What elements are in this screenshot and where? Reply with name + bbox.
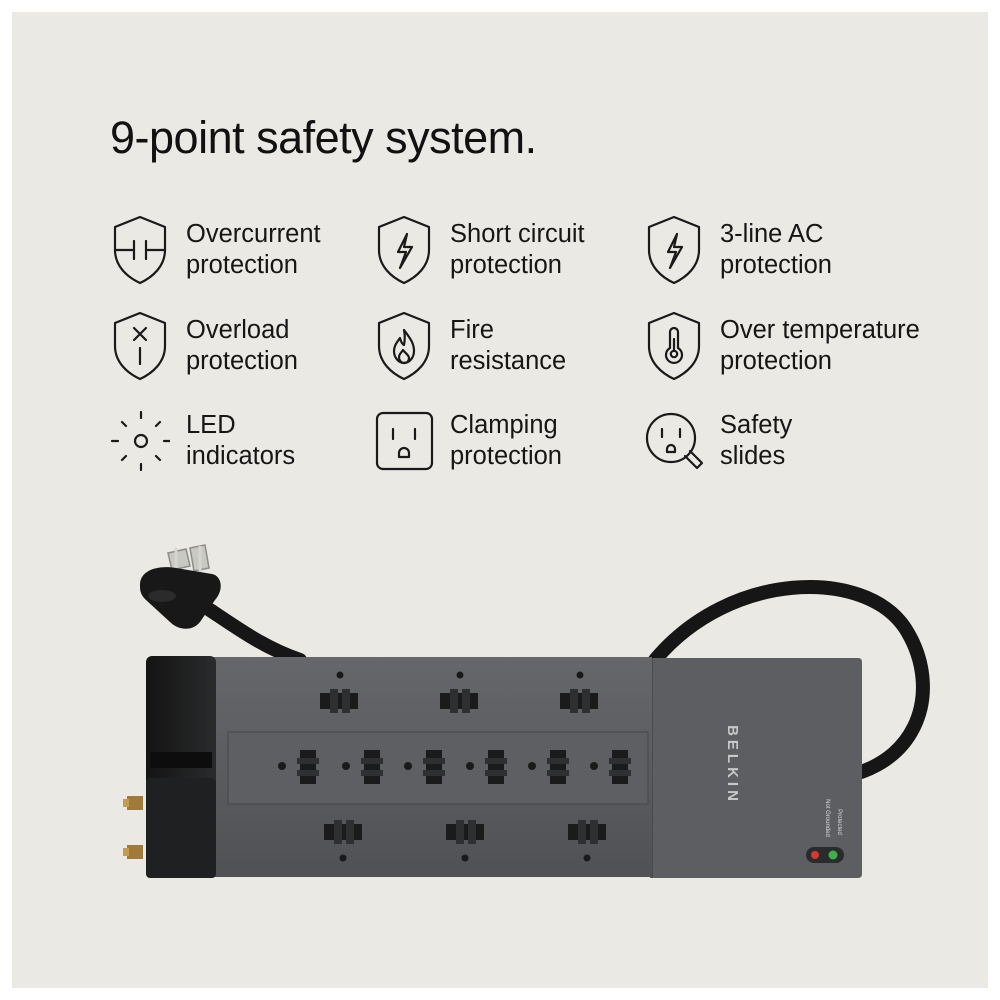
feature-fire-resistance: Fire resistance (374, 310, 566, 382)
strip-side-panel (650, 658, 862, 878)
feature-over-temperature: Over temperature protection (644, 310, 920, 382)
led-red-light (811, 851, 819, 859)
feature-label-line2: resistance (450, 347, 567, 375)
outlet-bottom-3 (568, 820, 606, 862)
outlet-middle-5 (528, 750, 569, 784)
power-cord (648, 580, 930, 787)
outlet-icon (374, 405, 434, 477)
feature-label-line1: Overcurrent (186, 220, 321, 248)
outlet-middle-6 (590, 750, 631, 784)
feature-led-indicators: LED indicators (110, 405, 295, 477)
indicator-not-grounded-label: Not Grounded (824, 799, 830, 837)
feature-label-line1: Over temperature (720, 316, 920, 344)
outlet-bottom-1 (324, 820, 362, 862)
outlet-top-2 (440, 671, 478, 713)
feature-safety-slides: Safety slides (644, 405, 792, 477)
feature-label-line2: protection (450, 442, 562, 470)
three-line-ac-shield-icon (644, 214, 704, 286)
feature-label-line1: 3-line AC (720, 220, 824, 248)
feature-overload: Overload protection (110, 310, 298, 382)
feature-overcurrent: Overcurrent protection (110, 214, 321, 286)
page-title: 9-point safety system. (110, 112, 537, 163)
feature-label-line2: protection (720, 251, 832, 279)
feature-label-line2: protection (186, 347, 298, 375)
outlet-top-3 (560, 671, 598, 713)
outlet-top-1 (320, 671, 358, 713)
feature-label-line2: indicators (186, 442, 296, 470)
fire-shield-icon (374, 310, 434, 382)
feature-label-line1: Short circuit (450, 220, 585, 248)
plug (140, 544, 221, 629)
feature-label-line2: protection (186, 251, 298, 279)
outlet-middle-4 (466, 750, 507, 784)
outlet-middle-2 (342, 750, 383, 784)
outlet-middle-1 (278, 750, 319, 784)
feature-label-line1: Overload (186, 316, 290, 344)
feature-clamping: Clamping protection (374, 405, 562, 477)
led-green-light (828, 850, 838, 860)
overcurrent-shield-icon (110, 214, 170, 286)
feature-label-line1: Clamping (450, 411, 558, 439)
outlet-bottom-2 (446, 820, 484, 862)
coax-connector (123, 845, 143, 859)
plug-cord (203, 603, 307, 667)
feature-3-line-ac: 3-line AC protection (644, 214, 832, 286)
feature-label-line2: slides (720, 442, 786, 470)
overload-shield-icon (110, 310, 170, 382)
feature-label-line1: LED (186, 411, 236, 439)
led-light-icon (110, 405, 170, 477)
feature-label-line2: protection (720, 347, 832, 375)
outlet-middle-3 (404, 750, 445, 784)
feature-label-line2: protection (450, 251, 562, 279)
feature-label-line1: Safety (720, 411, 793, 439)
brand-logo-text: BELKIN (724, 725, 741, 805)
thermometer-shield-icon (644, 310, 704, 382)
feature-short-circuit: Short circuit protection (374, 214, 585, 286)
coax-connector (123, 796, 143, 810)
short-circuit-shield-icon (374, 214, 434, 286)
feature-label-line1: Fire (450, 316, 494, 344)
indicator-protected-label: Protected (836, 809, 842, 835)
outlet-magnifier-icon (644, 405, 704, 477)
